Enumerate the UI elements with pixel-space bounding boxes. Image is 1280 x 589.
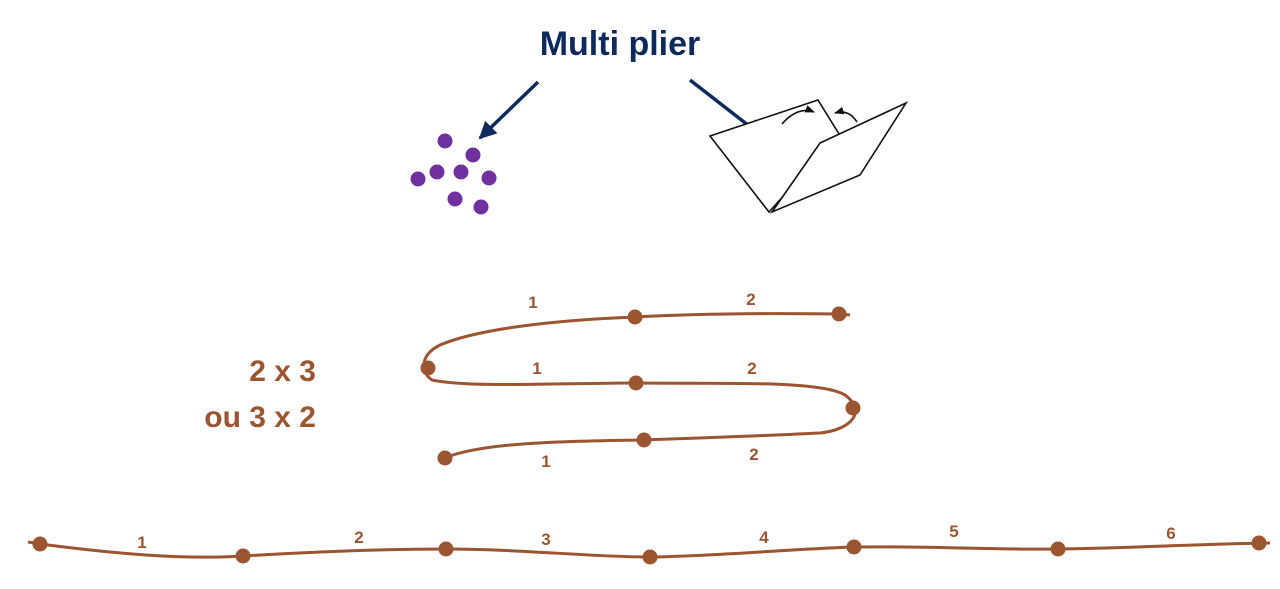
line-label: 6 [1166,524,1175,543]
diagram-title: Multi plier [540,25,701,63]
expression-3x2: ou 3 x 2 [204,401,316,434]
line-label: 1 [137,533,146,552]
zigzag-points [420,306,861,466]
folded-paper-icon [708,99,909,214]
line-label: 2 [354,528,363,547]
zigzag-label: 2 [747,359,756,378]
zigzag-labels: 1 2 1 2 1 2 [528,290,758,471]
zigzag-label: 1 [528,293,537,312]
zigzag-label: 1 [541,452,550,471]
long-line-labels: 1 2 3 4 5 6 [137,522,1175,552]
long-line-points [32,535,1267,565]
line-label: 3 [541,530,550,549]
dots-cluster-icon [410,133,497,215]
expression-2x3: 2 x 3 [249,355,316,388]
zigzag-label: 2 [746,290,755,309]
line-label: 5 [949,522,958,541]
zigzag-label: 2 [749,445,758,464]
arrow-to-dots [478,80,540,140]
zigzag-label: 1 [532,359,541,378]
line-label: 4 [759,528,769,547]
